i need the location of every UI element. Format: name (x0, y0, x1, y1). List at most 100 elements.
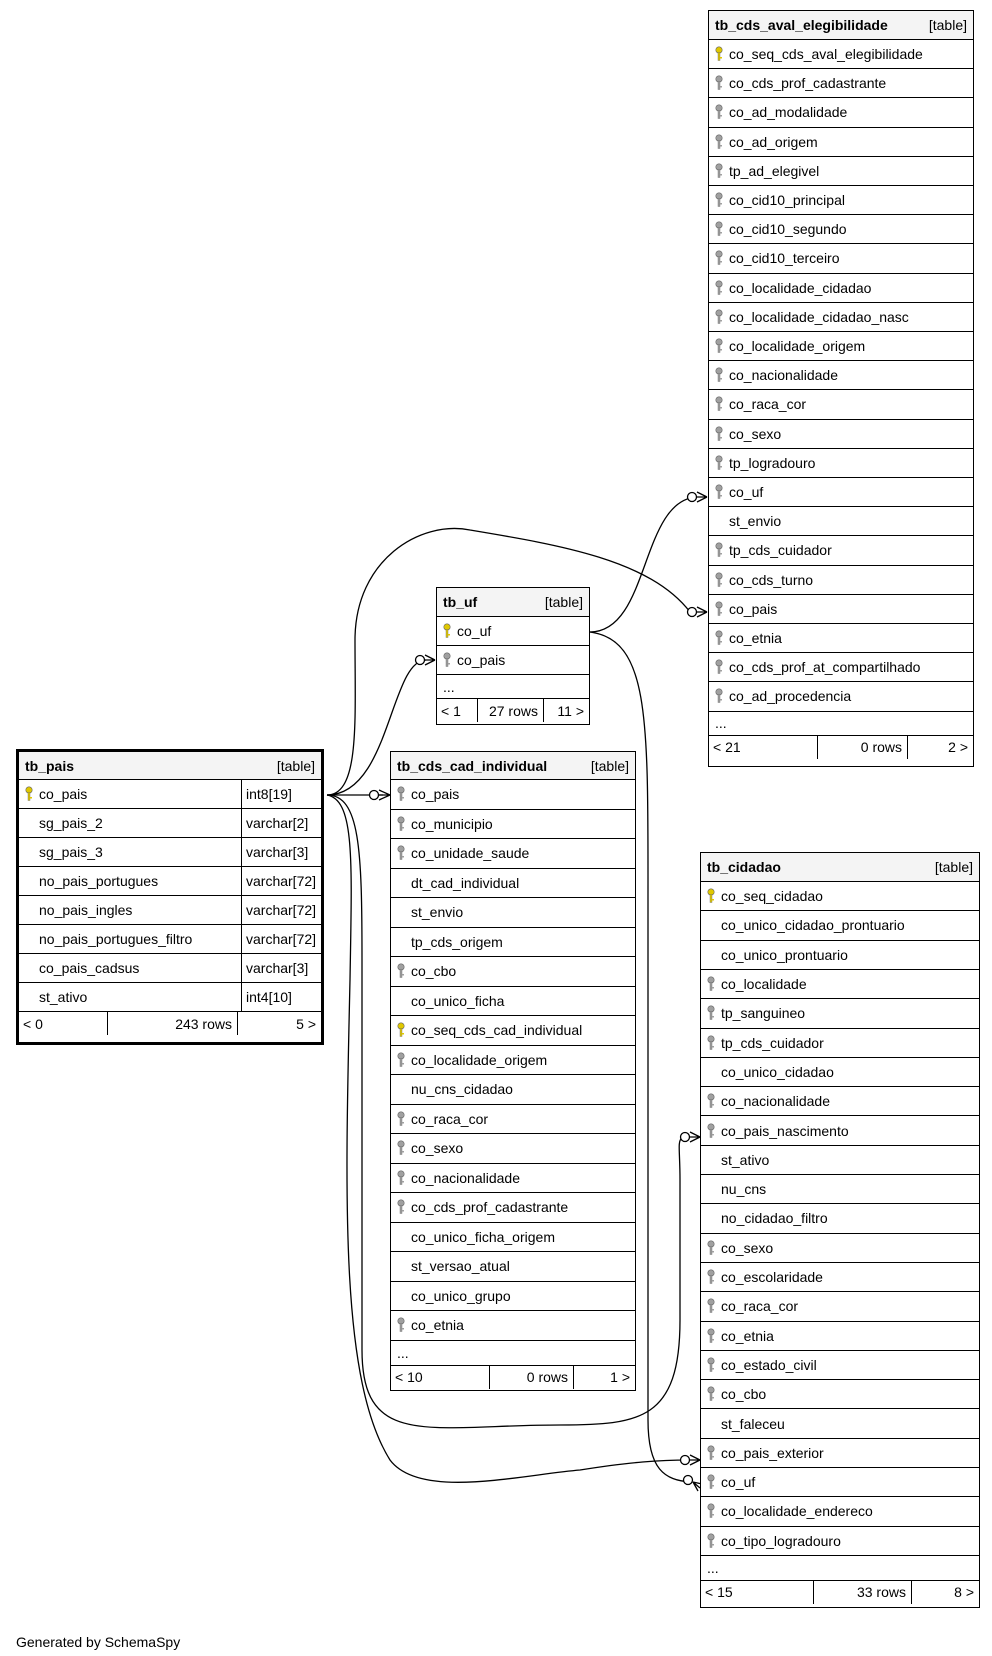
column-row[interactable]: co_localidade_origem (709, 331, 973, 360)
column-row[interactable]: co_escolaridade (701, 1261, 979, 1291)
column-row[interactable]: co_cds_prof_cadastrante (391, 1192, 635, 1222)
column-row[interactable]: tp_ad_elegivel (709, 155, 973, 185)
column-row[interactable]: tp_logradouro (709, 447, 973, 477)
column-row[interactable]: co_nacionalidade (709, 360, 973, 389)
column-row[interactable]: co_ad_origem (709, 126, 973, 156)
column-row[interactable]: co_cds_prof_cadastrante (709, 68, 973, 97)
column-row[interactable]: co_unico_prontuario (701, 939, 979, 969)
column-name: co_escolaridade (721, 1269, 823, 1286)
parents-count[interactable]: < 1 (441, 702, 461, 719)
column-row[interactable]: co_pais (391, 779, 635, 809)
column-row[interactable]: co_localidade_cidadao_nasc (709, 301, 973, 331)
column-row[interactable]: co_cid10_segundo (709, 214, 973, 243)
column-row[interactable]: st_ativo (701, 1144, 979, 1174)
column-row[interactable]: co_nacionalidade (391, 1162, 635, 1193)
column-row[interactable]: co_localidade_origem (391, 1044, 635, 1075)
column-row[interactable]: co_sexo (709, 418, 973, 448)
column-row[interactable]: co_unico_cidadao_prontuario (701, 910, 979, 939)
column-row[interactable]: co_cbo (391, 956, 635, 986)
column-row[interactable]: co_nacionalidade (701, 1086, 979, 1115)
column-row[interactable]: tp_cds_origem (391, 926, 635, 957)
column-row[interactable]: co_tipo_logradouro (701, 1525, 979, 1555)
column-row[interactable]: tp_sanguineo (701, 998, 979, 1027)
column-name: co_pais_cadsus (39, 960, 140, 976)
column-row[interactable]: co_seq_cds_cad_individual (391, 1015, 635, 1045)
column-row[interactable]: co_cid10_terceiro (709, 243, 973, 272)
column-row[interactable]: co_etnia (709, 623, 973, 652)
column-row[interactable]: co_seq_cds_aval_elegibilidade (709, 39, 973, 68)
parents-count[interactable]: < 0 (23, 1015, 43, 1032)
column-row[interactable]: co_cbo (701, 1379, 979, 1408)
column-row[interactable]: co_raca_cor (701, 1291, 979, 1320)
column-row[interactable]: co_etnia (391, 1310, 635, 1340)
column-row[interactable]: nu_cns (701, 1174, 979, 1203)
column-row[interactable]: co_uf (701, 1467, 979, 1496)
children-count[interactable]: 5 > (237, 1012, 321, 1035)
column-name: co_sexo (721, 1239, 774, 1256)
column-row[interactable]: tp_cds_cuidador (701, 1027, 979, 1057)
column-row[interactable]: co_ad_modalidade (709, 97, 973, 126)
foreign-key-icon (391, 1170, 411, 1186)
more-columns-indicator: ... (437, 674, 589, 698)
crowfoot-cidadao-ext (679, 1454, 701, 1466)
children-count[interactable]: 8 > (911, 1580, 979, 1604)
children-count[interactable]: 1 > (573, 1365, 635, 1389)
column-row[interactable]: co_cid10_principal (709, 185, 973, 214)
column-row[interactable]: co_raca_cor (391, 1103, 635, 1134)
column-row[interactable]: co_sexo (701, 1232, 979, 1262)
column-row[interactable]: co_unico_ficha_origem (391, 1221, 635, 1252)
children-count[interactable]: 11 > (543, 699, 589, 722)
column-row[interactable]: co_municipio (391, 808, 635, 839)
table-tb_cds_aval_elegibilidade[interactable]: tb_cds_aval_elegibilidade[table]co_seq_c… (708, 10, 974, 767)
column-row[interactable]: co_unico_grupo (391, 1280, 635, 1311)
column-row[interactable]: st_envio (391, 897, 635, 927)
column-row[interactable]: co_pais_nascimento (701, 1115, 979, 1144)
column-row[interactable]: co_cds_prof_at_compartilhado (709, 652, 973, 681)
column-row[interactable]: co_cds_turno (709, 564, 973, 594)
column-row[interactable]: co_estado_civil (701, 1349, 979, 1379)
column-name: co_cbo (721, 1386, 767, 1403)
parents-count[interactable]: < 21 (713, 739, 741, 756)
column-row[interactable]: st_faleceu (701, 1408, 979, 1437)
column-row[interactable]: co_localidade_cidadao (709, 272, 973, 302)
column-row[interactable]: co_localidade (701, 968, 979, 998)
parents-count[interactable]: < 15 (705, 1584, 733, 1601)
column-row[interactable]: co_uf (709, 477, 973, 506)
foreign-key-icon (701, 1503, 721, 1519)
column-row[interactable]: st_envio (709, 506, 973, 535)
column-row[interactable]: co_etnia (701, 1320, 979, 1350)
parents-count[interactable]: < 10 (395, 1369, 423, 1385)
column-row[interactable]: tp_cds_cuidador (709, 535, 973, 564)
column-row[interactable]: co_unico_cidadao (701, 1056, 979, 1086)
column-row[interactable]: co_pais_exterior (701, 1437, 979, 1467)
column-row[interactable]: nu_cns_cidadao (391, 1074, 635, 1104)
column-row[interactable]: co_unidade_saude (391, 838, 635, 868)
column-row[interactable]: st_versao_atual (391, 1251, 635, 1281)
column-row[interactable]: co_pais (437, 645, 589, 674)
foreign-key-icon (437, 652, 457, 668)
column-row[interactable]: co_unico_ficha (391, 985, 635, 1016)
column-row[interactable]: co_uf (437, 616, 589, 645)
column-row[interactable]: co_sexo (391, 1133, 635, 1163)
column-row[interactable]: dt_cad_individual (391, 867, 635, 898)
column-row[interactable]: co_pais (709, 593, 973, 623)
column-row[interactable]: co_ad_procedencia (709, 681, 973, 710)
column-row[interactable]: co_raca_cor (709, 389, 973, 418)
children-count[interactable]: 2 > (907, 735, 973, 759)
column-row[interactable]: no_cidadao_filtro (701, 1203, 979, 1232)
foreign-key-icon (701, 1298, 721, 1314)
column-row[interactable]: co_seq_cidadao (701, 881, 979, 910)
column-row[interactable]: co_localidade_endereco (701, 1496, 979, 1525)
